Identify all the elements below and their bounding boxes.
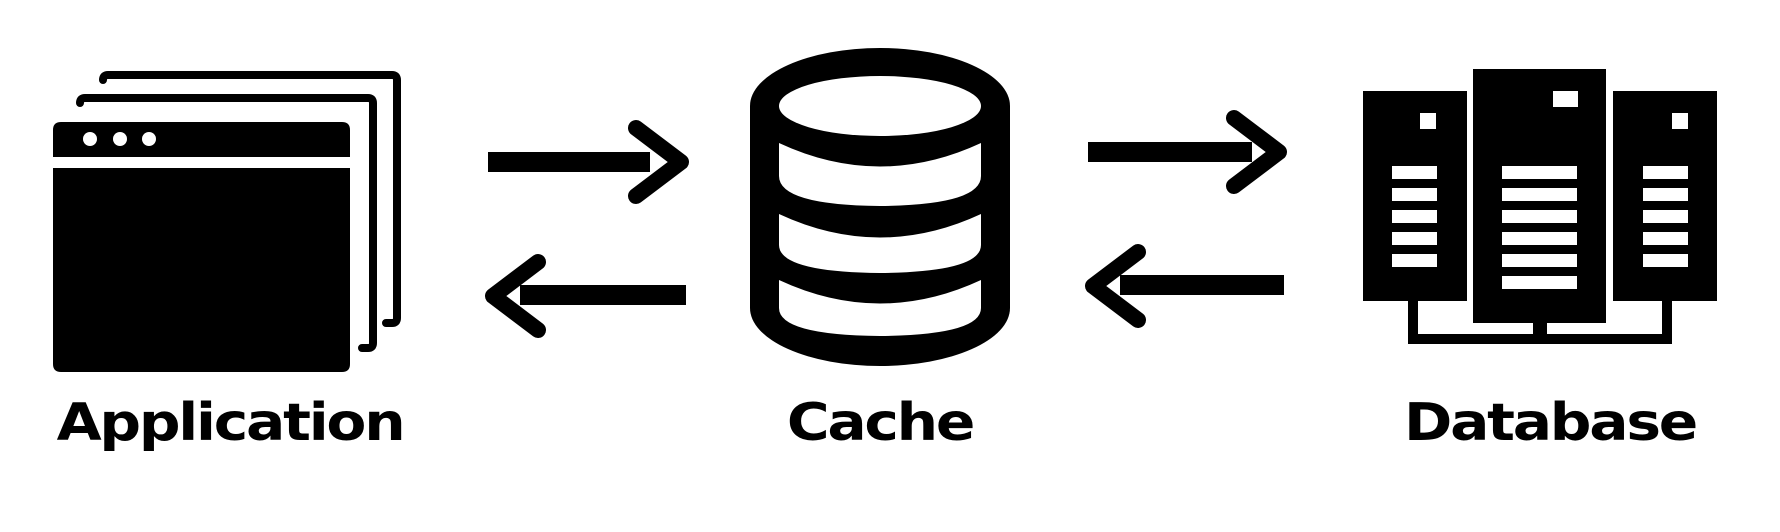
arrow-cache-to-application: [485, 254, 686, 338]
application-windows-icon: [53, 71, 401, 372]
server-left: [1363, 91, 1467, 301]
window-dot-3: [142, 132, 156, 146]
front-window-body: [53, 168, 350, 372]
arrow-cache-to-database: [1088, 110, 1287, 194]
window-dot-1: [83, 132, 97, 146]
cylinder-top-opening: [779, 76, 981, 136]
back-window-outline: [99, 71, 401, 327]
arrow-application-to-cache: [488, 120, 689, 204]
application-label: Application: [56, 393, 406, 453]
cylinder-ring-2: [779, 214, 981, 273]
cylinder-ring-3: [779, 280, 981, 336]
server-right: [1613, 91, 1717, 301]
database-label: Database: [1403, 393, 1698, 453]
front-window-titlebar: [53, 122, 350, 157]
server-center: [1473, 69, 1606, 323]
middle-window-outline: [76, 94, 377, 352]
cylinder-ring-1: [779, 143, 981, 206]
arrow-database-to-cache: [1085, 244, 1284, 328]
cache-label: Cache: [786, 393, 976, 453]
window-dot-2: [113, 132, 127, 146]
cache-cylinder-icon: [750, 48, 1010, 366]
database-servers-icon: [1363, 69, 1717, 344]
